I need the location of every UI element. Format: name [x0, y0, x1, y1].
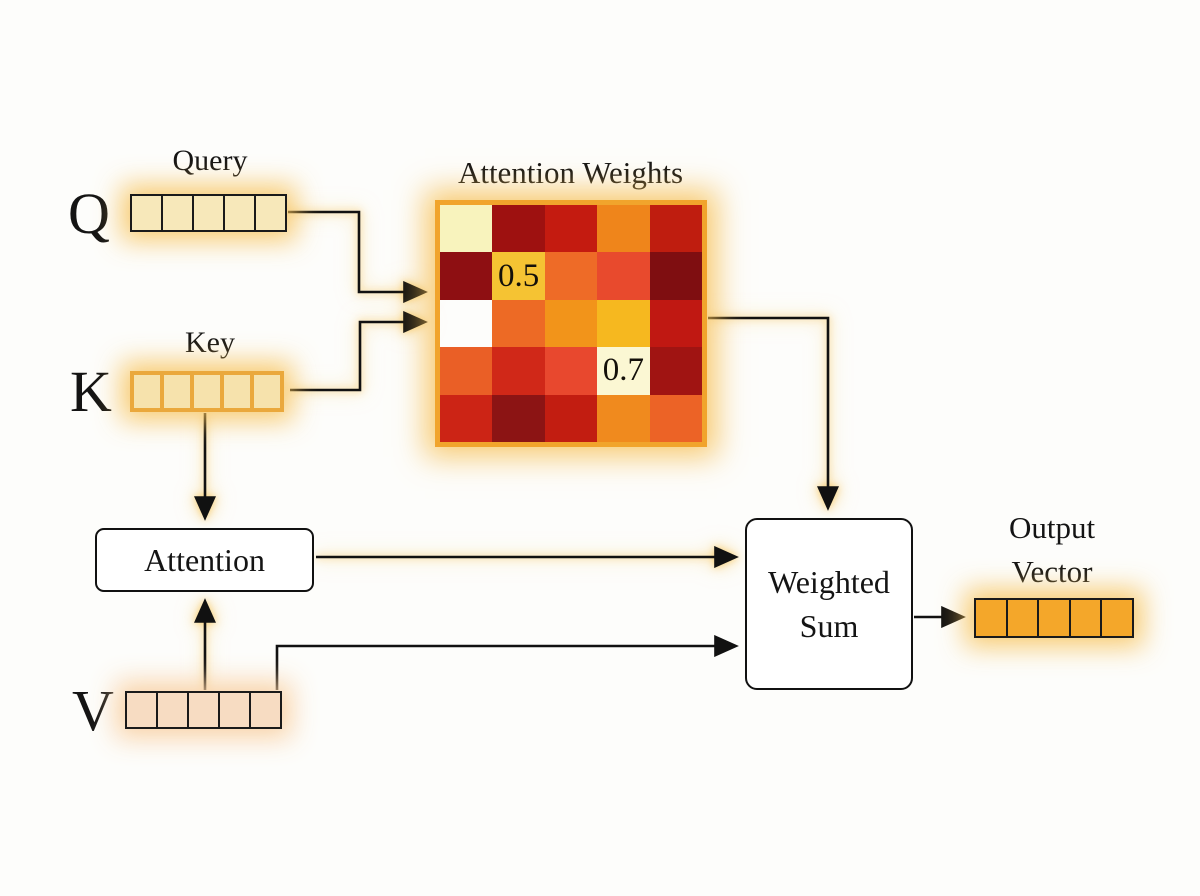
weighted-sum-box: Weighted Sum [745, 518, 913, 690]
output-label-line2: Vector [1011, 554, 1093, 590]
value-vector [125, 691, 282, 729]
attention-weights-matrix: 0.5 0.7 [435, 200, 707, 447]
key-label: Key [185, 326, 235, 359]
output-vector-cell [1068, 598, 1103, 638]
matrix-cell [597, 299, 650, 348]
arrow-matrix-to-weighted-sum [708, 316, 840, 511]
value-vector-cell [187, 691, 220, 729]
weighted-sum-label-line2: Sum [799, 608, 859, 644]
matrix-cell [544, 299, 598, 348]
query-vector-cell [254, 194, 287, 232]
matrix-cell [544, 205, 598, 253]
matrix-annotation-cell: 0.7 [597, 347, 650, 395]
output-vector-cell [974, 598, 1008, 638]
key-vector-cell [130, 371, 164, 412]
output-vector [974, 598, 1134, 638]
matrix-annotation-cell: 0.5 [492, 252, 545, 300]
arrow-key-to-matrix [290, 310, 428, 392]
matrix-cell [492, 347, 545, 395]
value-vector-cell [218, 691, 251, 729]
key-vector-cell [160, 371, 194, 412]
matrix-cell [440, 394, 493, 442]
output-vector-cell [1005, 598, 1040, 638]
v-symbol: V [72, 678, 114, 743]
matrix-cell [649, 347, 702, 395]
matrix-cell [597, 394, 650, 442]
value-vector-cell [249, 691, 282, 729]
arrow-query-to-matrix [288, 210, 428, 304]
matrix-cell [440, 252, 493, 300]
key-vector [130, 371, 284, 412]
matrix-cell [440, 347, 493, 395]
weighted-sum-label-line1: Weighted [768, 563, 890, 600]
key-vector-cell [190, 371, 224, 412]
matrix-cell [544, 394, 598, 442]
query-label: Query [172, 144, 248, 177]
arrow-value-to-weighted-sum [275, 634, 739, 690]
output-vector-cell [1100, 598, 1134, 638]
query-vector-cell [161, 194, 194, 232]
attention-box: Attention [95, 528, 314, 592]
matrix-cell [440, 205, 493, 253]
q-symbol: Q [68, 181, 110, 246]
matrix-cell [492, 299, 545, 348]
matrix-cell [597, 252, 650, 300]
key-vector-cell [250, 371, 284, 412]
attention-weights-title: Attention Weights [457, 155, 684, 190]
matrix-cell [649, 394, 702, 442]
query-vector-cell [223, 194, 256, 232]
k-symbol: K [70, 359, 112, 424]
matrix-cell [649, 252, 702, 300]
attention-box-label: Attention [144, 541, 265, 578]
matrix-cell [440, 300, 492, 347]
value-vector-cell [125, 691, 158, 729]
matrix-cell [649, 205, 702, 253]
value-vector-cell [156, 691, 189, 729]
output-vector-cell [1037, 598, 1071, 638]
matrix-cell [544, 347, 598, 395]
matrix-cell [492, 394, 545, 442]
matrix-cell [492, 205, 545, 253]
output-vector-label: Output Vector [960, 506, 1144, 594]
key-vector-cell [220, 371, 254, 412]
query-vector-cell [130, 194, 163, 232]
output-label-line1: Output [1008, 510, 1096, 545]
matrix-cell [544, 252, 598, 300]
query-vector [130, 194, 287, 232]
matrix-cell [597, 205, 650, 253]
matrix-cell [649, 299, 702, 348]
query-vector-cell [192, 194, 225, 232]
